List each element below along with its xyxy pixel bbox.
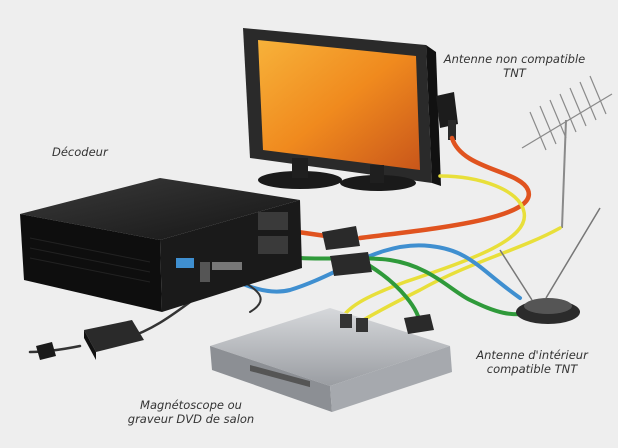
label-antenna-indoor-line1: Antenne d'intérieur xyxy=(476,348,588,362)
vcr-recorder xyxy=(210,308,452,412)
label-decoder: Décodeur xyxy=(52,145,108,159)
label-antenna-top-line1: Antenne non compatible xyxy=(443,52,586,66)
label-antenna-indoor: Antenne d'intérieur compatible TNT xyxy=(452,348,612,376)
label-antenna-non-compatible: Antenne non compatible TNT xyxy=(422,52,607,80)
label-vcr-line1: Magnétoscope ou xyxy=(140,398,242,412)
indoor-antenna xyxy=(499,207,601,324)
label-antenna-top-line2: TNT xyxy=(503,66,526,80)
label-antenna-indoor-line2: compatible TNT xyxy=(486,362,578,376)
decoder-box xyxy=(20,178,302,312)
scart-plugs-decoder xyxy=(322,226,372,276)
scart-plug-tv xyxy=(436,92,458,140)
label-vcr-line2: graveur DVD de salon xyxy=(127,412,255,426)
power-adapter xyxy=(36,320,144,360)
label-vcr: Magnétoscope ou graveur DVD de salon xyxy=(96,398,286,426)
television xyxy=(243,28,441,191)
rooftop-antenna xyxy=(521,75,613,229)
